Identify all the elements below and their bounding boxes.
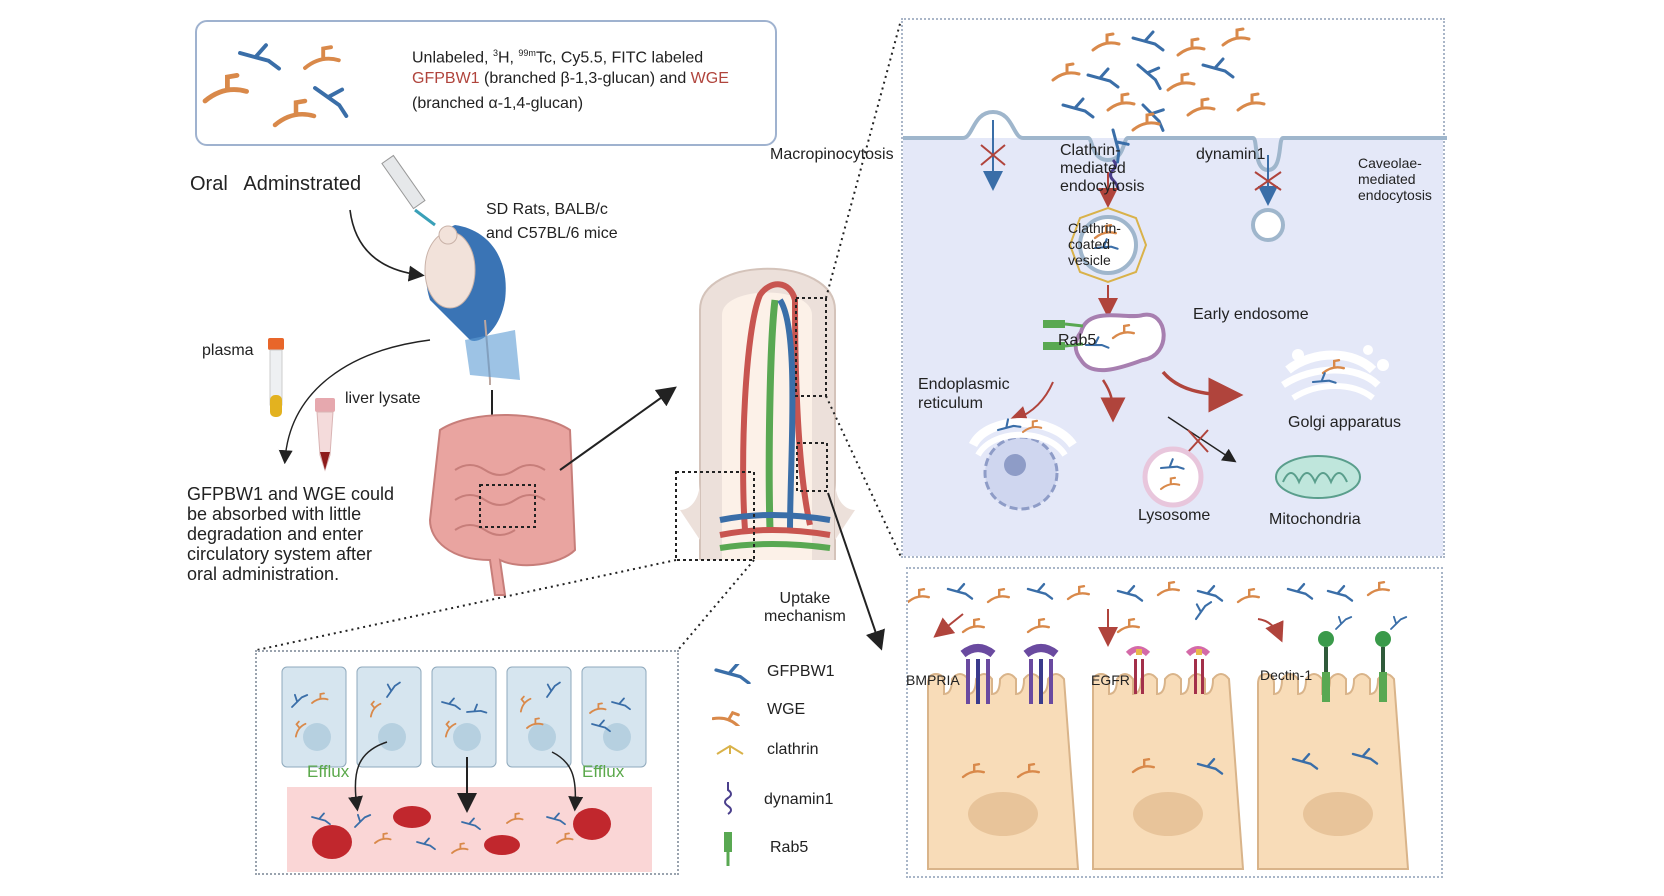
conclusion-line: circulatory system after (187, 544, 373, 564)
intro-line-2: GFPBW1 (branched β-1,3-glucan) and WGE (412, 69, 729, 88)
intro-box (195, 20, 777, 146)
legend-item: WGE (712, 696, 892, 734)
legend-label: Rab5 (770, 839, 809, 856)
mitochondria-illustration (1275, 455, 1361, 499)
mitochondria-label: Mitochondria (1269, 511, 1361, 528)
er-label: Endoplasmic reticulum (918, 375, 1010, 413)
lysosome-illustration (1142, 446, 1204, 508)
tritium-sup: 3 (492, 48, 498, 58)
efflux-artwork (281, 666, 652, 872)
intro-mid: (branched β-1,3-glucan) and (479, 70, 691, 87)
legend-item: dynamin1 (712, 778, 892, 828)
uptake-mechanism-label: Uptake mechanism (764, 590, 846, 626)
arrow-to-uptake (827, 492, 885, 651)
wge-name: WGE (690, 70, 729, 87)
endocytosis-artwork (903, 27, 1447, 511)
label-line: reticulum (918, 395, 983, 412)
arrow-to-samples (278, 339, 431, 465)
arrow-to-villus (559, 386, 677, 471)
intro-prefix: Unlabeled, (412, 49, 493, 67)
liver-lysate-tube-icon (315, 398, 335, 472)
receptor-cells (927, 672, 1410, 870)
label-line: endocytosis (1358, 187, 1432, 203)
early-endosome-label: Early endosome (1193, 306, 1309, 323)
rab5-label: Rab5 (1058, 332, 1097, 349)
efflux-label-left: Efflux (307, 762, 350, 781)
plasma-tube-icon (268, 338, 284, 417)
label-line: Caveolae- (1358, 155, 1422, 171)
animals-line-2: and C57BL/6 mice (486, 225, 618, 242)
clathrin-vesicle-label: Clathrin- coated vesicle (1068, 220, 1121, 268)
er-nucleus-illustration (968, 414, 1077, 511)
label-line: mediated (1060, 160, 1126, 177)
arrow-to-animal (349, 209, 425, 282)
legend-label: clathrin (767, 741, 819, 758)
label-line: Uptake (779, 590, 831, 607)
label-line: Endoplasmic (918, 376, 1010, 393)
conclusion-line: degradation and enter (187, 524, 364, 544)
receptor-artwork (908, 581, 1410, 870)
golgi-label: Golgi apparatus (1288, 414, 1401, 431)
epithelial-cells (281, 666, 647, 768)
clathrin-mediated-label: Clathrin- mediated endocytosis (1060, 142, 1145, 196)
intestine-illustration (428, 414, 577, 596)
rab5-icon (1043, 320, 1084, 350)
villus-illustration (675, 267, 855, 561)
efflux-label-right: Efflux (582, 762, 625, 781)
caveolae-label: Caveolae- mediated endocytosis (1358, 155, 1432, 203)
label-line: Clathrin- (1068, 220, 1121, 236)
plasma-label: plasma (202, 342, 254, 359)
lysosome-label: Lysosome (1138, 507, 1211, 524)
label-line: vesicle (1068, 252, 1111, 268)
conclusion-line: oral administration. (187, 564, 340, 584)
legend-item: Rab5 (712, 828, 892, 868)
egfr-receptor-icon (1116, 596, 1213, 694)
conclusion-line: be absorbed with little (187, 504, 362, 524)
label-line: endocytosis (1060, 178, 1145, 195)
legend-item: clathrin (712, 734, 892, 778)
legend-label: GFPBW1 (767, 663, 835, 680)
legend-label: dynamin1 (764, 791, 834, 808)
wge-glucan-icon (712, 703, 746, 726)
egfr-label: EGFR (1091, 672, 1130, 688)
oral-gavage-illustration (381, 154, 520, 385)
dectin1-label: Dectin-1 (1260, 667, 1313, 683)
legend-item: GFPBW1 (712, 660, 892, 696)
conclusion-text: GFPBW1 and WGE could be absorbed with li… (187, 484, 394, 584)
tritium-label: H, (497, 49, 519, 67)
tc-sup: 99m (518, 48, 536, 58)
clathrin-icon (716, 744, 744, 755)
label-line: Clathrin- (1060, 142, 1121, 159)
oral-administered-title: Oral Adminstrated (190, 173, 362, 195)
endocytosis-panel: Macropinocytosis Clathrin- mediated endo… (770, 18, 1447, 558)
gfpbw1-glucan-icon (714, 664, 751, 684)
bmpria-label: BMPRIA (906, 672, 960, 688)
intro-line-1: Unlabeled, 3H, 99mTc, Cy5.5, FITC labele… (412, 44, 703, 67)
label-line: mediated (1358, 171, 1416, 187)
conclusion-line: GFPBW1 and WGE could (187, 484, 395, 504)
gfpbw1-name: GFPBW1 (412, 70, 480, 87)
efflux-panel: Efflux Efflux (255, 650, 679, 875)
red-blood-cells (312, 806, 611, 859)
macropinocytosis-label: Macropinocytosis (770, 146, 894, 163)
golgi-illustration (1281, 345, 1389, 401)
dynamin1-icon (724, 782, 732, 815)
intro-line-3: (branched α-1,4-glucan) (412, 95, 584, 112)
label-line: mechanism (764, 608, 846, 625)
label-line: coated (1068, 236, 1111, 252)
legend: GFPBW1 WGE clathrin dynamin1 Rab5 (712, 660, 892, 868)
legend-label: WGE (767, 701, 806, 718)
tc-label: Tc, Cy5.5, FITC labeled (535, 49, 704, 67)
dectin1-receptor-icon (1318, 610, 1408, 702)
rab5-icon (724, 832, 732, 866)
receptor-panel: BMPRIA EGFR Dectin-1 (906, 567, 1443, 878)
animals-line-1: SD Rats, BALB/c (486, 201, 608, 218)
bmpria-receptor-icon (960, 618, 1059, 704)
dynamin1-label: dynamin1 (1196, 146, 1266, 163)
liver-lysate-label: liver lysate (345, 390, 421, 407)
